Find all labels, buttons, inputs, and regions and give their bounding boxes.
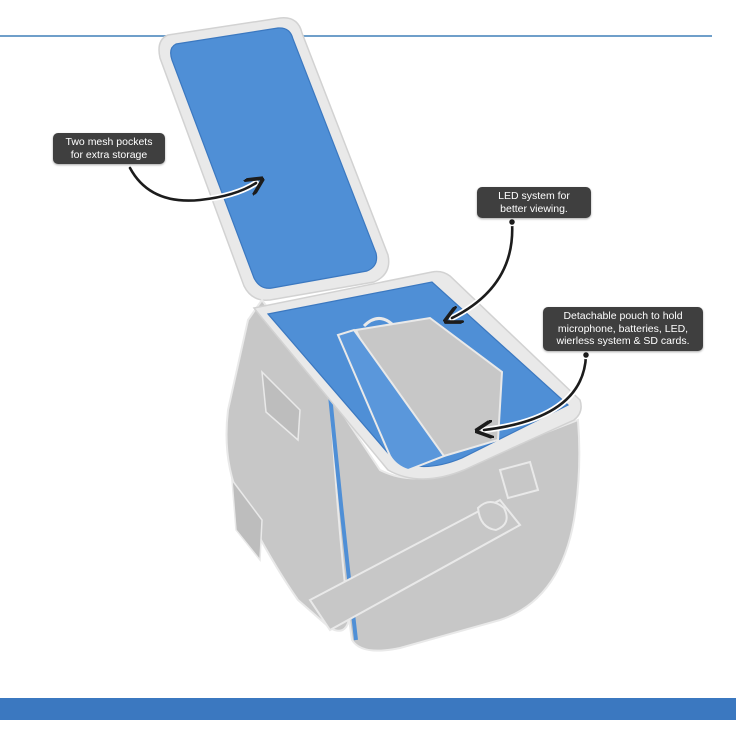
mesh-pockets-callout: Two mesh pockets for extra storage	[53, 133, 165, 164]
callout-text: Detachable pouch to hold	[563, 310, 683, 322]
callout-text: LED system for	[498, 190, 570, 202]
callout-text: microphone, batteries, LED,	[557, 322, 689, 335]
top-divider-line	[0, 35, 712, 37]
camera-bag-icon	[225, 270, 582, 652]
bottom-accent-band	[0, 698, 736, 720]
callout-text: wierless system & SD cards.	[556, 335, 690, 347]
callout-text: better viewing.	[500, 202, 568, 215]
bag-lid-icon	[158, 17, 390, 301]
detachable-pouch-callout: Detachable pouch to hold microphone, bat…	[543, 307, 703, 351]
curved-arrow-icon	[452, 217, 517, 319]
curved-arrow-icon	[127, 165, 256, 204]
callout-text: for extra storage	[70, 148, 148, 161]
curved-arrow-icon	[484, 350, 591, 431]
led-system-callout: LED system for better viewing.	[477, 187, 591, 218]
callout-text: Two mesh pockets	[65, 136, 153, 148]
